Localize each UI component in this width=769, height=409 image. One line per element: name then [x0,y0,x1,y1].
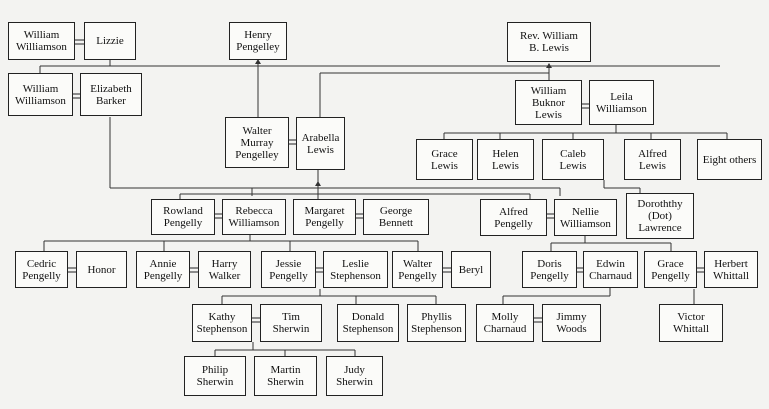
person-judy-sherwin: Judy Sherwin [326,356,383,396]
person-george-bennett: George Bennett [363,199,429,235]
person-grace-lewis: Grace Lewis [416,139,473,180]
person-leila-williamson: Leila Williamson [589,80,654,125]
person-walter-pengelly: Walter Pengelly [392,251,443,288]
person-donald-stephenson: Donald Stephenson [337,304,399,342]
person-harry-walker: Harry Walker [198,251,251,288]
person-jimmy-woods: Jimmy Woods [542,304,601,342]
person-dorothy-lawrence: Doroththy (Dot) Lawrence [626,193,694,239]
person-henry-pengelley: Henry Pengelley [229,22,287,60]
person-rebecca-williamson: Rebecca Williamson [222,199,286,235]
person-margaret-pengelly: Margaret Pengelly [293,199,356,235]
person-leslie-stephenson: Leslie Stephenson [323,251,388,288]
person-martin-sherwin: Martin Sherwin [254,356,317,396]
person-honor: Honor [76,251,127,288]
person-rev-william-lewis: Rev. William B. Lewis [507,22,591,62]
person-molly-charnaud: Molly Charnaud [476,304,534,342]
person-victor-whittall: Victor Whittall [659,304,723,342]
person-cedric-pengelly: Cedric Pengelly [15,251,68,288]
person-elizabeth-barker: Elizabeth Barker [80,73,142,116]
person-william-williamson: William Williamson [8,73,73,116]
person-annie-pengelly: Annie Pengelly [136,251,190,288]
person-helen-lewis: Helen Lewis [477,139,534,180]
person-phyllis-stephenson: Phyllis Stephenson [407,304,466,342]
person-william-buknor-lewis: William Buknor Lewis [515,80,582,125]
person-caleb-lewis: Caleb Lewis [542,139,604,180]
person-william-williamson-elder: William Williamson [8,22,75,60]
person-nellie-williamson: Nellie Williamson [554,199,617,236]
person-doris-pengelly: Doris Pengelly [522,251,577,288]
person-beryl: Beryl [451,251,491,288]
person-edwin-charnaud: Edwin Charnaud [583,251,638,288]
person-alfred-pengelly: Alfred Pengelly [480,199,547,236]
person-jessie-pengelly: Jessie Pengelly [261,251,316,288]
person-walter-murray-pengelley: Walter Murray Pengelley [225,117,289,168]
person-philip-sherwin: Philip Sherwin [184,356,246,396]
person-rowland-pengelly: Rowland Pengelly [151,199,215,235]
person-herbert-whittall: Herbert Whittall [704,251,758,288]
person-lizzie: Lizzie [84,22,136,60]
person-kathy-stephenson: Kathy Stephenson [192,304,252,342]
person-eight-others: Eight others [697,139,762,180]
person-arabella-lewis: Arabella Lewis [296,117,345,170]
person-grace-pengelly: Grace Pengelly [644,251,697,288]
person-tim-sherwin: Tim Sherwin [260,304,322,342]
person-alfred-lewis: Alfred Lewis [624,139,681,180]
